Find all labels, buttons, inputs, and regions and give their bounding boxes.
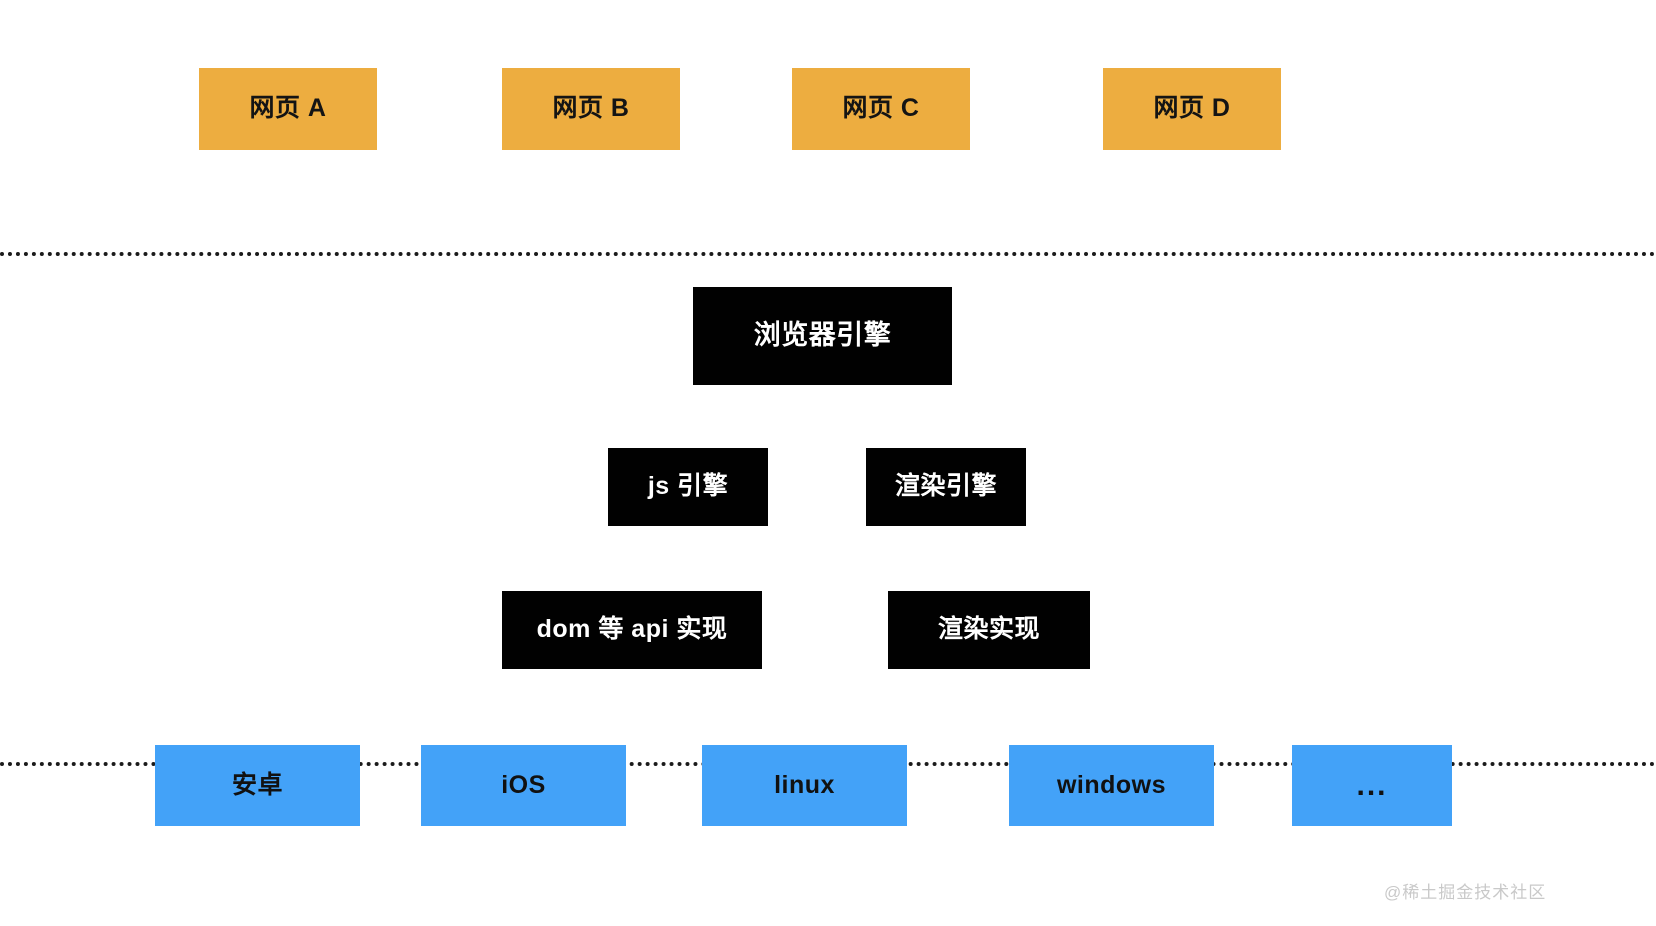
web-page-box[interactable]: 网页 A [199, 68, 377, 150]
watermark: @稀土掘金技术社区 [1384, 883, 1547, 902]
engine-component-box[interactable]: 浏览器引擎 [693, 287, 952, 385]
engine-component-box[interactable]: js 引擎 [608, 448, 768, 526]
os-box[interactable]: 安卓 [155, 745, 360, 826]
web-page-box[interactable]: 网页 C [792, 68, 970, 150]
os-box-more[interactable]: ... [1292, 745, 1452, 826]
engine-component-box[interactable]: 渲染实现 [888, 591, 1090, 669]
web-page-box[interactable]: 网页 B [502, 68, 680, 150]
engine-component-box[interactable]: 渲染引擎 [866, 448, 1026, 526]
web-page-box[interactable]: 网页 D [1103, 68, 1281, 150]
os-box[interactable]: windows [1009, 745, 1214, 826]
os-box[interactable]: linux [702, 745, 907, 826]
divider-pages-engine [0, 252, 1656, 256]
engine-component-box[interactable]: dom 等 api 实现 [502, 591, 762, 669]
os-box[interactable]: iOS [421, 745, 626, 826]
